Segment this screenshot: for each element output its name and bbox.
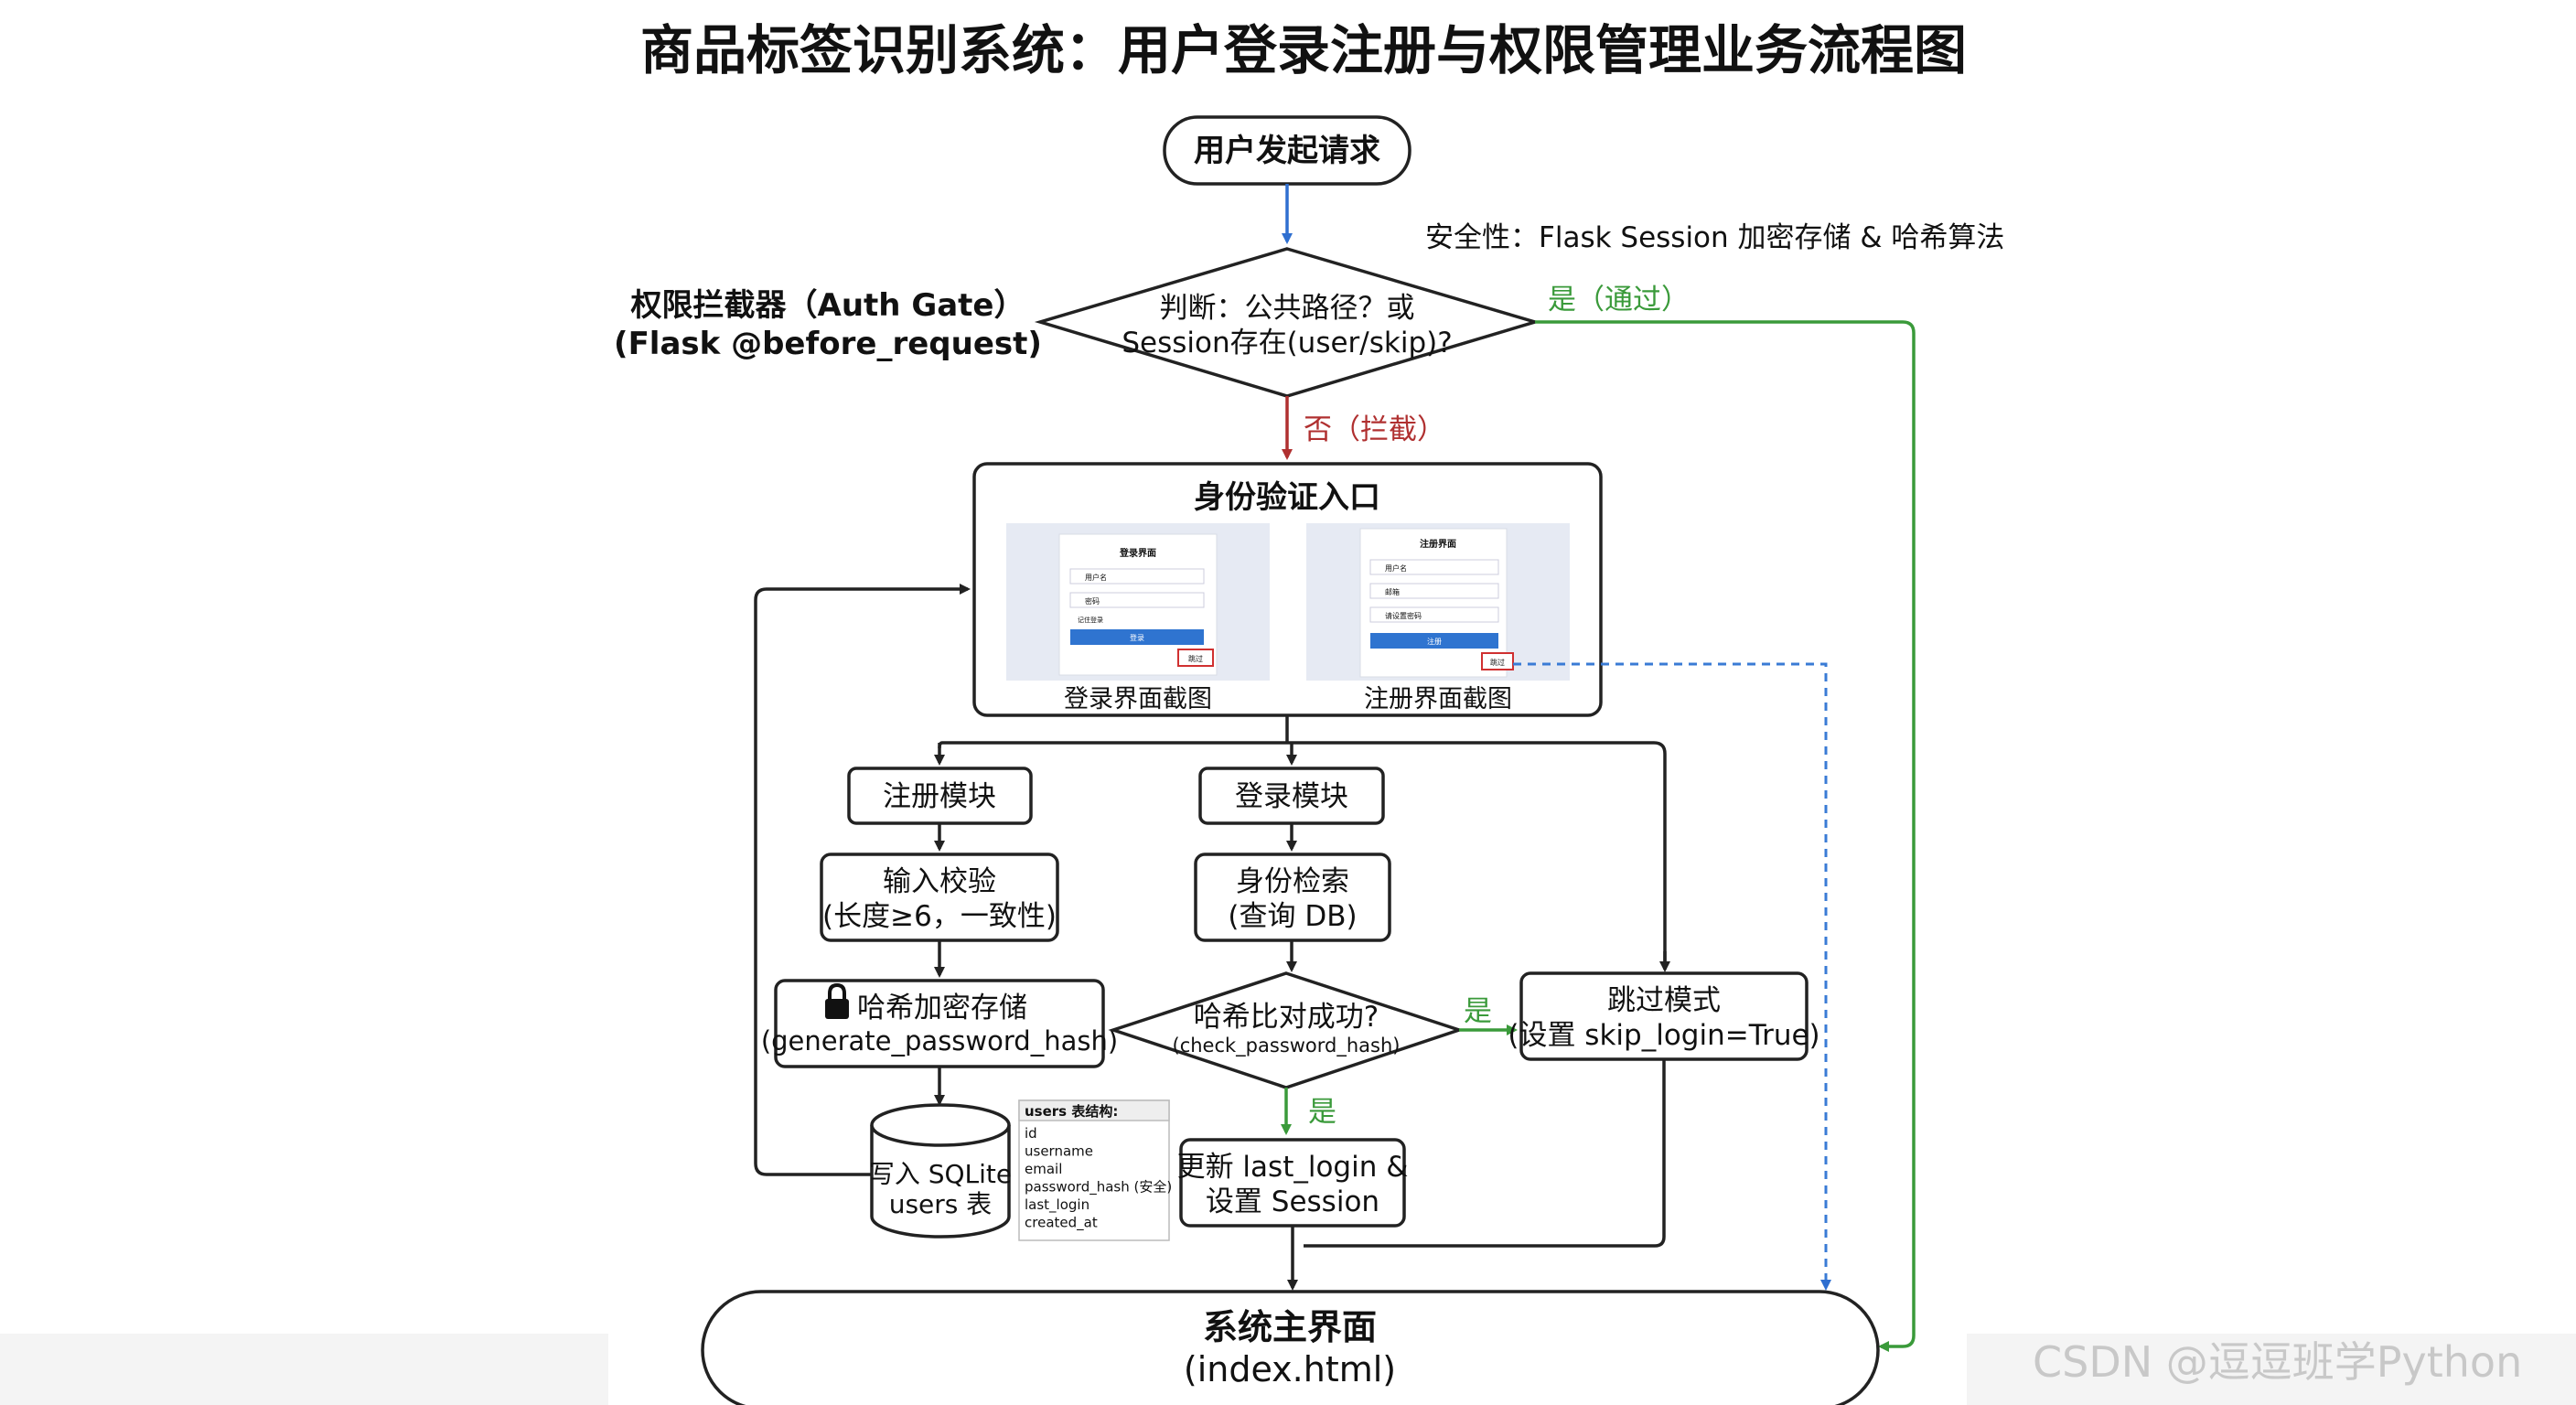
login-remember: 记住登录 [1078, 616, 1103, 624]
db-line2: users 表 [889, 1189, 993, 1219]
users-table-field: last_login [1025, 1196, 1089, 1214]
register-form-title: 注册界面 [1420, 538, 1456, 550]
update-line2: 设置 Session [1206, 1185, 1379, 1218]
users-table-field: id [1025, 1125, 1037, 1142]
security-note: 安全性：Flask Session 加密存储 & 哈希算法 [1425, 221, 2004, 254]
arrow-yes-pass [1535, 320, 1916, 1352]
dashed-skip-line [1513, 662, 1831, 1291]
compare-line1: 哈希比对成功? [1194, 1001, 1379, 1034]
auth-gate-subtitle: (Flask @before_request) [614, 326, 1042, 362]
db-line1: 写入 SQLite [869, 1159, 1012, 1189]
users-table-schema [1018, 1099, 1170, 1241]
compare-yes-label: 是 [1308, 1096, 1336, 1129]
auth-gate-title: 权限拦截器（Auth Gate） [630, 287, 1025, 324]
sqlite-database [870, 1103, 1011, 1239]
main-line1: 系统主界面 [1203, 1307, 1377, 1347]
users-table-field: password_hash (安全) [1025, 1179, 1172, 1196]
hash-line2: (generate_password_hash) [761, 1025, 1118, 1056]
skip-line1: 跳过模式 [1607, 984, 1721, 1017]
lookup-line1: 身份检索 [1236, 865, 1349, 898]
register-username: 用户名 [1385, 563, 1407, 573]
no-block-label: 否（拦截） [1304, 413, 1445, 446]
register-email: 邮箱 [1385, 587, 1400, 596]
bottom-left-strip [0, 1334, 608, 1405]
bottom-right-strip [1967, 1334, 2576, 1405]
login-screenshot: 登录界面 用户名 密码 记住登录 登录 跳过 [1006, 523, 1270, 681]
validate-line1: 输入校验 [883, 865, 996, 898]
validate-line2: (长度≥6，一致性) [822, 900, 1057, 933]
hash-line1: 哈希加密存储 [857, 992, 1027, 1024]
login-module-label: 登录模块 [1235, 780, 1348, 813]
register-skip: 跳过 [1490, 658, 1505, 667]
login-button: 登录 [1130, 633, 1144, 642]
lock-icon [825, 982, 849, 1019]
watermark: CSDN @逗逗班学Python [2033, 1337, 2522, 1387]
users-table-field: email [1025, 1161, 1062, 1177]
split-lines [942, 715, 1667, 966]
arrow-db-loop-back [754, 584, 971, 1176]
compare-line2: (check_password_hash) [1173, 1035, 1401, 1057]
login-username: 用户名 [1085, 573, 1107, 582]
start-label: 用户发起请求 [1194, 133, 1380, 169]
yes-pass-label: 是（通过） [1548, 284, 1690, 316]
users-table-field: username [1025, 1143, 1093, 1160]
skip-line2: (设置 skip_login=True) [1508, 1019, 1819, 1052]
users-table-field: created_at [1025, 1215, 1098, 1232]
register-button: 注册 [1427, 637, 1442, 646]
lookup-line2: (查询 DB) [1228, 900, 1357, 933]
arrow-skip-to-main [1304, 1059, 1666, 1248]
users-table-title: users 表结构: [1025, 1103, 1118, 1120]
login-caption: 登录界面截图 [1064, 685, 1212, 713]
skip-yes-label: 是 [1464, 995, 1492, 1028]
diagram-title: 商品标签识别系统：用户登录注册与权限管理业务流程图 [640, 19, 1967, 81]
login-password: 密码 [1085, 596, 1100, 606]
decision1-line1: 判断：公共路径？或 [1160, 292, 1415, 325]
login-form-title: 登录界面 [1119, 547, 1156, 559]
register-screenshot: 注册界面 用户名 邮箱 请设置密码 注册 跳过 [1306, 523, 1570, 681]
main-line2: (index.html) [1184, 1349, 1396, 1389]
login-skip: 跳过 [1188, 654, 1203, 663]
decision1-line2: Session存在(user/skip)? [1122, 327, 1452, 359]
register-password: 请设置密码 [1385, 611, 1422, 620]
main-interface [701, 1290, 1880, 1405]
update-line1: 更新 last_login & [1177, 1151, 1409, 1184]
auth-entry-title: 身份验证入口 [1194, 479, 1380, 516]
register-caption: 注册界面截图 [1364, 685, 1512, 713]
register-module-label: 注册模块 [883, 780, 996, 813]
